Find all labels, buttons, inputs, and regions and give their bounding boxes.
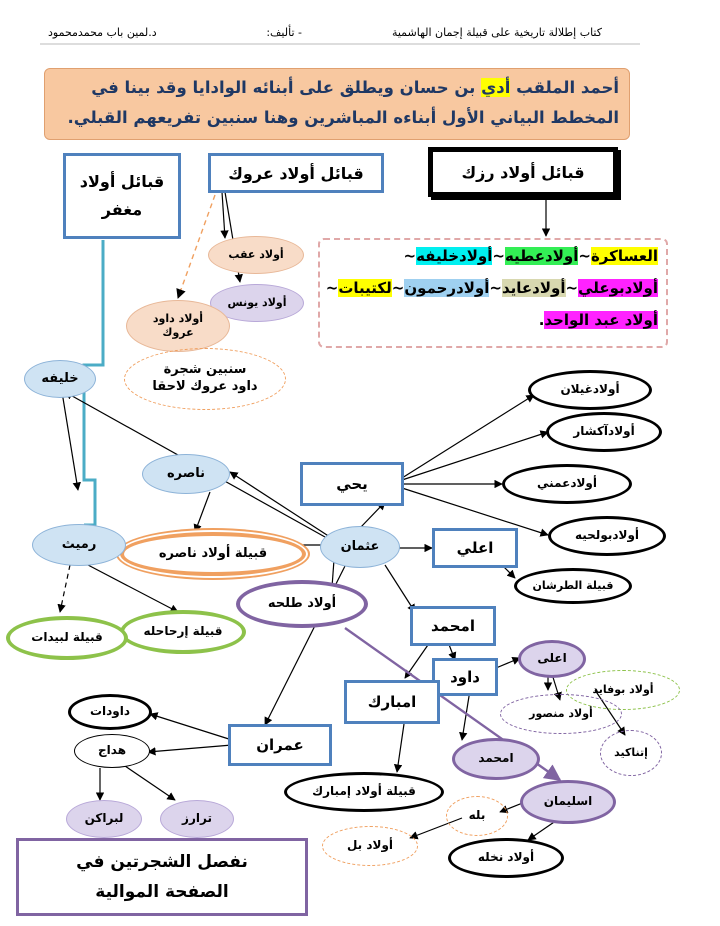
rizk-line2-segment: ~ xyxy=(565,279,579,297)
header-author: د.لمين باب محمدمحمود xyxy=(48,26,157,39)
rizk-line1-segment: ~ xyxy=(403,247,417,265)
node-qabilat-nasira: قبيلة أولاد ناصره xyxy=(120,532,306,576)
yahya-to-ghaylan xyxy=(401,394,535,479)
node-mohamed-scroll: امحمد xyxy=(410,606,496,646)
tribe-rizk: قبائل أولاد رزك xyxy=(428,147,618,197)
node-awlad-mansour: أولاد منصور xyxy=(500,694,622,734)
header-author-label: - تأليف: xyxy=(266,26,302,39)
omran-to-dawoodat xyxy=(149,712,233,741)
node-qabilat-irhahla: قبيلة إرحاحله xyxy=(120,610,246,654)
node-ali-ellipse: اعلى xyxy=(518,640,586,678)
node-khalifa: خليفه xyxy=(24,360,96,398)
node-awlad-talha: أولاد طلحه xyxy=(236,580,368,628)
node-mohamed-ellipse: امحمد xyxy=(452,738,540,780)
node-rumaith: رميث xyxy=(32,524,126,566)
arouk-to-aqab xyxy=(220,191,229,239)
node-awlad-aqab: أولاد عقب xyxy=(208,236,304,274)
footer-note: نفصل الشجرتين في الصفحة الموالية xyxy=(16,838,308,916)
node-awlad-nakhla: أولاد نخله xyxy=(448,838,564,878)
yahya-to-akshar xyxy=(401,430,549,481)
node-omran: عمران xyxy=(228,724,332,766)
tribe-mughfir: قبائل أولاد مغفر xyxy=(63,153,181,239)
intro-segment: أحمد الملقب xyxy=(510,78,619,97)
node-awlad-ghaylan: أولادغيلان xyxy=(528,370,652,410)
embarak-to-tribe xyxy=(393,723,405,773)
node-qabilat-labidat: قبيلة لبيدات xyxy=(6,616,128,660)
rizk-line2-segment: ~ xyxy=(489,279,502,297)
rizk-line1-segment: أولادعطيه xyxy=(504,247,579,265)
rizk-line1-segment: ~ xyxy=(492,247,505,265)
node-dawoodat: داودات xyxy=(68,694,152,730)
node-bila: بله xyxy=(446,796,508,836)
node-yahya: يحي xyxy=(300,462,404,506)
khalifa-to-rumaith xyxy=(61,391,81,491)
node-ali-scroll: اعلي xyxy=(432,528,518,568)
rizk-line1-segment: ~ xyxy=(578,247,591,265)
node-dawood-scroll: داود xyxy=(432,658,498,696)
node-awlad-dawood-arouk: أولاد داود عروك xyxy=(126,300,230,352)
node-qabilat-tarshan: قبيلة الطرشان xyxy=(514,568,632,604)
rizk-line2-segment: ~ xyxy=(325,279,339,297)
dawood-to-ali xyxy=(495,657,521,669)
rizk-line-1: العساكرة~أولادعطيه~أولادخليفه~ xyxy=(328,240,658,272)
yahya-to-bulhiya xyxy=(401,487,549,537)
rizk-line2-segment: ~ xyxy=(391,279,405,297)
rumaith-to-labidat xyxy=(57,564,71,613)
intro-segment: أدي xyxy=(481,78,511,97)
rizk-line2-segment: أولادبوعلي xyxy=(578,279,658,297)
othman-to-mohamed xyxy=(384,564,416,613)
node-awlad-akshar: أولادآكشار xyxy=(546,412,662,452)
omran-to-hadaj xyxy=(147,744,233,756)
rizk-branches-box: العساكرة~أولادعطيه~أولادخليفه~ أولادبوعل… xyxy=(318,238,668,348)
rizk-line2-segment: أولادعايد xyxy=(501,279,566,297)
intro-segment: بن حسان ويطلق على أبنائه الوادايا وقد بي… xyxy=(67,78,619,127)
tribe-arouk: قبائل أولاد عروك xyxy=(208,153,384,193)
rizk-line-2: أولادبوعلي~أولادعايد~أولادرحمون~لكتيبات~ xyxy=(325,272,658,304)
rumaith-to-irhahla xyxy=(87,564,179,613)
rizk-line1-segment: العساكرة xyxy=(590,247,658,265)
rizk-line-3: أولاد عبد الواحد. xyxy=(328,304,658,336)
nasira-to-tribe xyxy=(193,491,211,533)
node-hadaj: هداج xyxy=(74,734,150,768)
node-awlad-bulhiya: أولادبولحيه xyxy=(548,516,666,556)
othman-to-yahya xyxy=(359,501,386,529)
node-itnakid: إتناكيد xyxy=(600,730,662,776)
node-awlad-bufaid: أولاد بوفايد xyxy=(566,670,680,710)
rizk-line3-segment: أولاد عبد الواحد xyxy=(544,311,658,329)
node-qabilat-embarak: قبيلة أولاد إمبارك xyxy=(284,772,444,812)
hadaj-to-tarariz xyxy=(124,765,176,801)
node-awlad-amni: أولادعمني xyxy=(502,464,632,504)
node-embarak: امبارك xyxy=(344,680,440,724)
othman-to-nasira xyxy=(229,471,331,538)
node-nasira: ناصره xyxy=(142,454,230,494)
header-book-title: كتاب إطلالة تاريخية على قبيلة إجمان الها… xyxy=(391,26,602,39)
rizk-line1-segment: أولادخليفه xyxy=(416,247,493,265)
intro-text: أحمد الملقب أدي بن حسان ويطلق على أبنائه… xyxy=(67,78,619,127)
node-othman: عثمان xyxy=(320,526,400,568)
node-sulaiman: اسليمان xyxy=(520,780,616,824)
rizk-line2-segment: لكتيبات xyxy=(338,279,392,297)
node-awlad-bil: أولاد بل xyxy=(322,826,418,866)
intro-box: أحمد الملقب أدي بن حسان ويطلق على أبنائه… xyxy=(44,68,630,140)
node-tarariz: ترارز xyxy=(160,800,234,838)
rizk-line2-segment: أولادرحمون xyxy=(404,279,490,297)
arouk-to-dawood xyxy=(176,194,216,299)
rizk-line3-segment: . xyxy=(538,311,545,329)
node-dawood-note: سنبين شجرة داود عروك لاحقا xyxy=(124,348,286,410)
node-libarakin: لبراكن xyxy=(66,800,142,838)
